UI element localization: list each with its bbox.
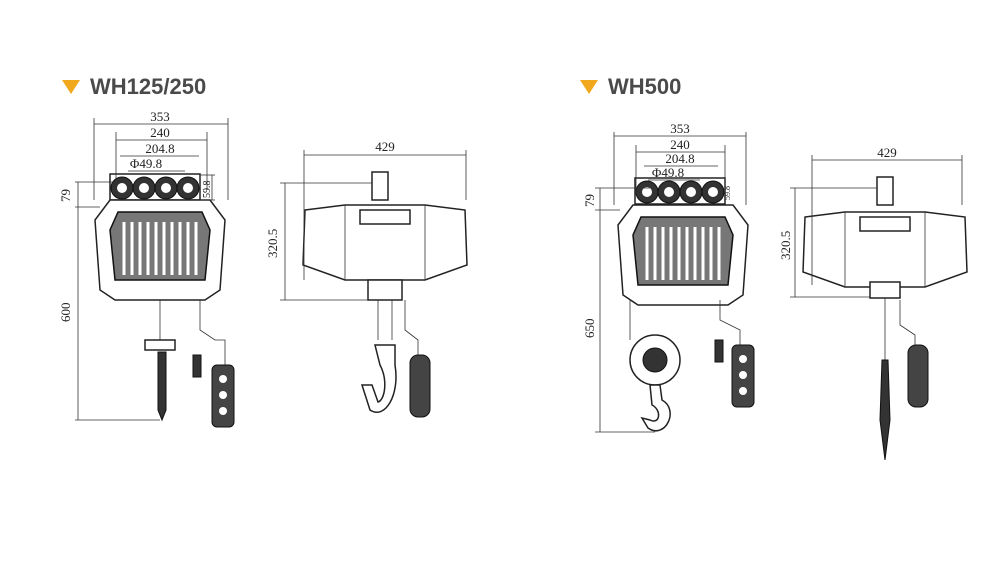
dim-wheel-width: 204.8 — [665, 151, 694, 166]
dim-depth: 429 — [877, 145, 897, 160]
dim-wheel-height: 59.8 — [202, 181, 213, 199]
dim-wheel-diameter: Φ49.8 — [130, 156, 162, 171]
wh125-front-view: 353 240 204.8 Φ49.8 59.8 79 600 — [58, 109, 235, 428]
model-title: WH125/250 — [90, 74, 207, 99]
dim-frame-width: 240 — [670, 137, 690, 152]
wh125-side-view: 429 320.5 — [265, 139, 468, 418]
wh500-side-view: 429 320.5 — [778, 145, 968, 461]
dim-total-height: 650 — [582, 319, 597, 339]
dim-top-height: 79 — [58, 189, 73, 202]
dim-top-height: 79 — [582, 194, 597, 207]
dim-wheel-diameter: Φ49.8 — [652, 165, 684, 180]
dim-overall-width: 353 — [150, 109, 170, 124]
triangle-marker-icon — [62, 80, 80, 94]
model-header-wh500: WH500 — [580, 74, 681, 100]
dim-depth: 429 — [375, 139, 395, 154]
wh500-front-view: 353 240 204.8 Φ49.8 59.8 79 650 — [582, 121, 755, 433]
dim-overall-width: 353 — [670, 121, 690, 136]
model-header-wh125: WH125/250 — [62, 74, 206, 100]
model-title: WH500 — [608, 74, 682, 99]
dim-frame-width: 240 — [150, 125, 170, 140]
dim-side-height: 320.5 — [265, 229, 280, 258]
triangle-marker-icon — [580, 80, 598, 94]
dim-total-height: 600 — [58, 303, 73, 323]
dim-wheel-width: 204.8 — [145, 141, 174, 156]
dim-wheel-height: 59.8 — [723, 186, 732, 200]
dim-side-height: 320.5 — [778, 231, 793, 260]
